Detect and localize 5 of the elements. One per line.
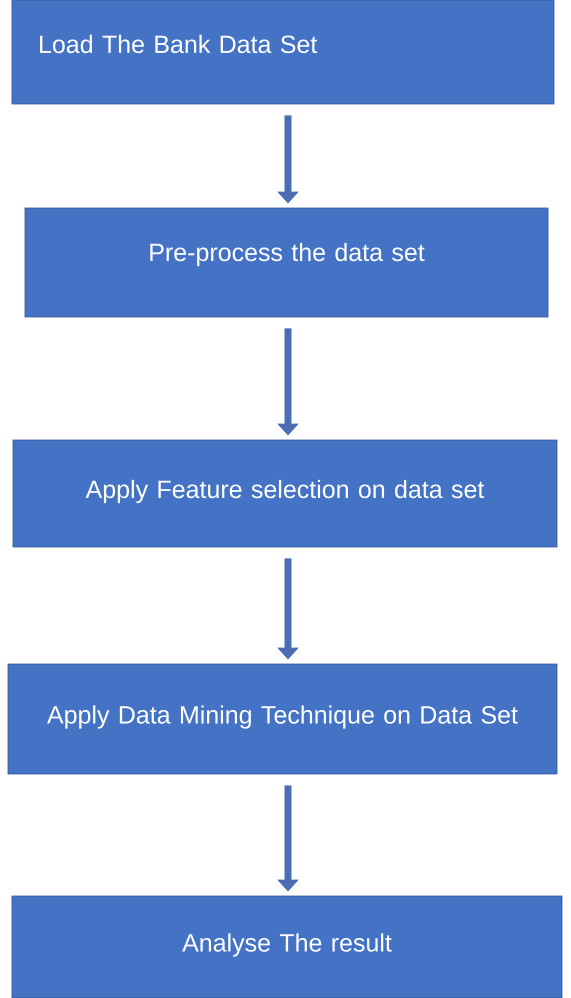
process-box: Analyse The result xyxy=(12,896,562,998)
process-box: Load The Bank Data Set xyxy=(12,0,554,104)
process-box: Apply Data Mining Technique on Data Set xyxy=(8,664,558,774)
process-box: Apply Feature selection on data set xyxy=(12,440,558,548)
process-box: Pre-process the data set xyxy=(24,208,548,318)
